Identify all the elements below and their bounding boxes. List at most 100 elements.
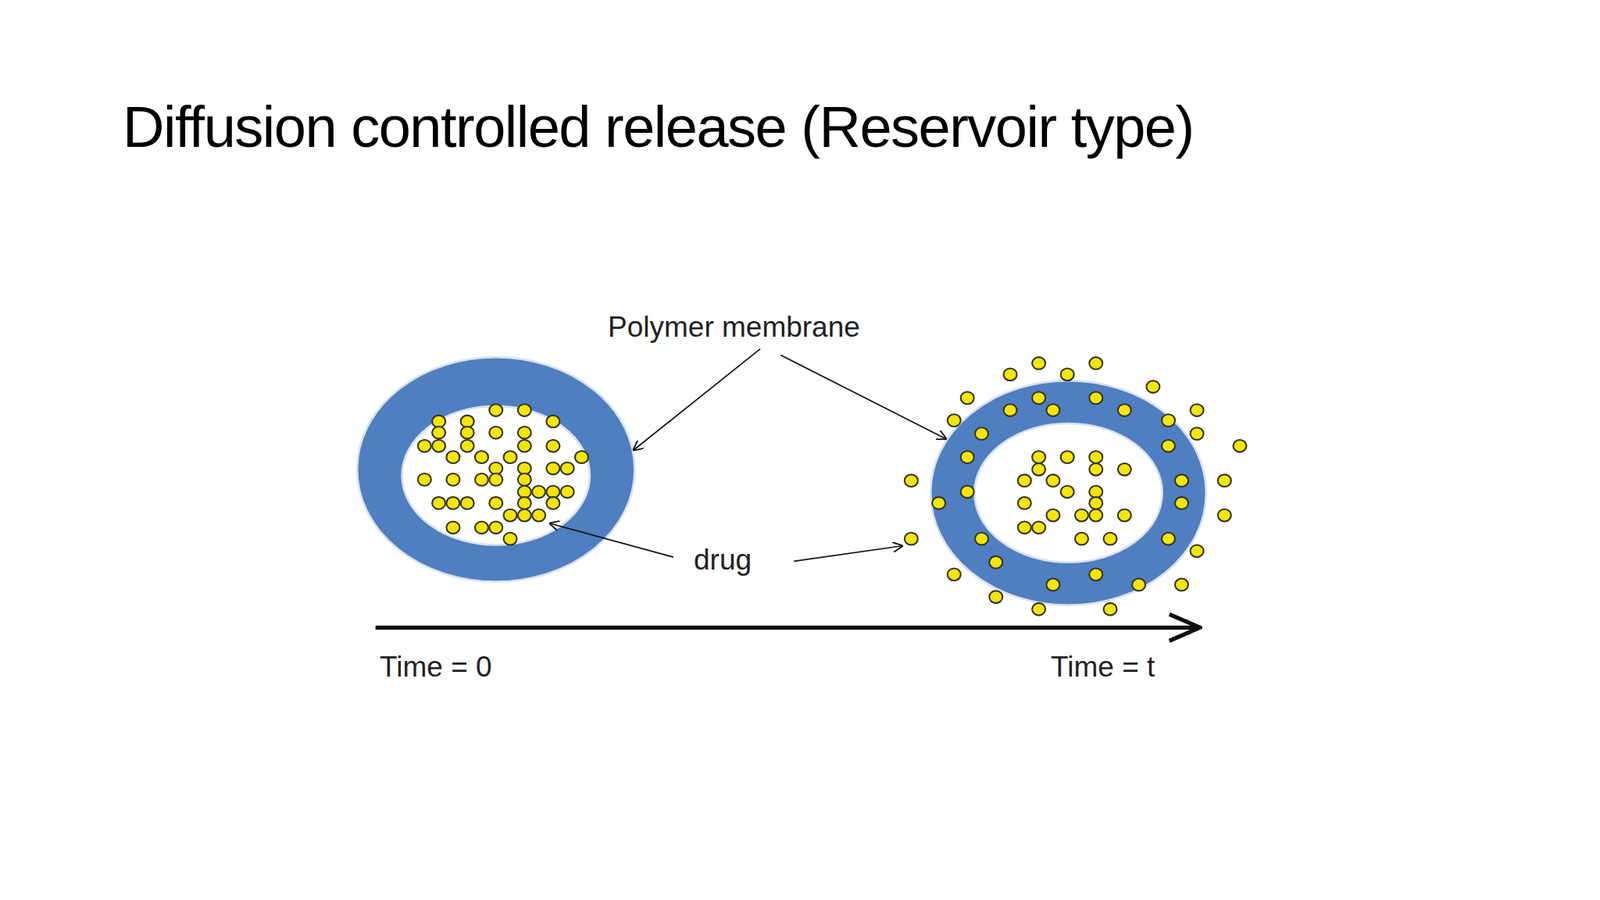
drug-dot <box>1046 509 1060 522</box>
drug-dot <box>1060 450 1075 464</box>
drug-dot <box>1089 509 1103 522</box>
drug-dot <box>546 415 560 429</box>
drug-dot <box>532 509 546 522</box>
drug-dot <box>432 426 446 440</box>
drug-dot <box>1032 603 1046 616</box>
drug-dot <box>960 392 975 405</box>
drug-dot <box>475 450 489 464</box>
drug-dot <box>432 439 446 453</box>
drug-dot <box>1132 578 1146 592</box>
drug-dot <box>1032 521 1046 534</box>
drug-dot <box>989 590 1003 604</box>
drug-dot <box>546 439 560 453</box>
drug-dot <box>517 509 532 522</box>
drug-dot <box>1060 368 1075 382</box>
drug-dot <box>503 509 518 522</box>
drug-dot <box>1117 403 1132 417</box>
polymer-membrane <box>357 357 635 582</box>
drug-dot <box>446 496 460 510</box>
drug-dot <box>1089 496 1103 510</box>
drug-dot <box>560 485 575 499</box>
drug-dot <box>489 462 503 475</box>
drug-dot <box>1161 439 1175 453</box>
drug-dot <box>1161 414 1175 427</box>
drug-dot <box>1075 509 1089 522</box>
drug-dot <box>532 485 546 499</box>
drug-dot <box>1032 357 1046 370</box>
drug-dot <box>475 473 489 486</box>
drug-dot <box>432 415 446 429</box>
drug-dot <box>1146 380 1160 393</box>
drug-dot <box>1161 532 1175 546</box>
drug-dot <box>1017 474 1032 487</box>
drug-dot <box>517 403 532 417</box>
drug-dot <box>1075 532 1089 546</box>
drug-dot <box>1232 439 1247 453</box>
leader-line <box>793 546 902 562</box>
drug-dot <box>1117 463 1132 476</box>
drug-dot <box>517 462 532 475</box>
drug-dot <box>417 439 432 453</box>
drug-dot <box>489 496 503 510</box>
drug-dot <box>1103 532 1118 546</box>
drug-dot <box>1089 568 1103 582</box>
drug-dot <box>1190 427 1204 440</box>
drug-dot <box>575 450 589 464</box>
drug-dot <box>560 462 575 475</box>
drug-dot <box>489 403 503 417</box>
drug-dot <box>932 496 946 510</box>
drug-dot <box>517 426 532 440</box>
drug-dot <box>460 426 475 440</box>
drug-dot <box>989 556 1003 569</box>
drug-dot <box>1190 403 1204 417</box>
drug-dot <box>1060 485 1075 499</box>
leader-line <box>550 523 674 558</box>
drug-dot <box>432 496 446 510</box>
drug-dot <box>975 427 989 440</box>
drug-dot <box>517 439 532 453</box>
drug-dot <box>1017 521 1032 534</box>
drug-dot <box>1175 474 1189 487</box>
drug-dot <box>1017 496 1032 510</box>
leader-line <box>780 355 947 440</box>
leader-line <box>633 349 761 450</box>
drug-dot <box>1032 450 1046 464</box>
drug-dot <box>1032 463 1046 476</box>
drug-dot <box>1046 578 1060 592</box>
drug-dot <box>475 521 489 534</box>
callout-label: Polymer membrane <box>607 310 861 344</box>
time-label: Time = t <box>1050 650 1155 684</box>
drug-dot <box>1089 392 1103 405</box>
drug-dot <box>1103 603 1118 616</box>
drug-dot <box>1003 403 1018 417</box>
drug-dot <box>503 532 518 546</box>
polymer-membrane <box>930 380 1207 606</box>
callout-label: drug <box>693 543 752 577</box>
drug-dot <box>1175 496 1189 510</box>
slide-title: Diffusion controlled release (Reservoir … <box>122 93 1194 161</box>
drug-dot <box>904 532 918 546</box>
drug-dot <box>546 462 560 475</box>
drug-dot <box>517 473 532 486</box>
drug-dot <box>446 521 460 534</box>
drug-dot <box>489 473 503 486</box>
drug-dot <box>1217 474 1232 487</box>
drug-dot <box>904 474 918 487</box>
drug-dot <box>1089 463 1103 476</box>
time-axis <box>375 625 1200 630</box>
drug-dot <box>1046 474 1060 487</box>
time-label: Time = 0 <box>379 650 493 684</box>
drug-dot <box>460 415 475 429</box>
drug-dot <box>960 450 975 464</box>
drug-dot <box>1089 450 1103 464</box>
drug-dot <box>1003 368 1018 382</box>
drug-dot <box>460 439 475 453</box>
drug-dot <box>1190 544 1204 558</box>
drug-dot <box>446 473 460 486</box>
drug-dot <box>517 496 532 510</box>
drug-dot <box>546 496 560 510</box>
drug-particles <box>417 357 1247 615</box>
drug-dot <box>1032 392 1046 405</box>
drug-dot <box>489 426 503 440</box>
